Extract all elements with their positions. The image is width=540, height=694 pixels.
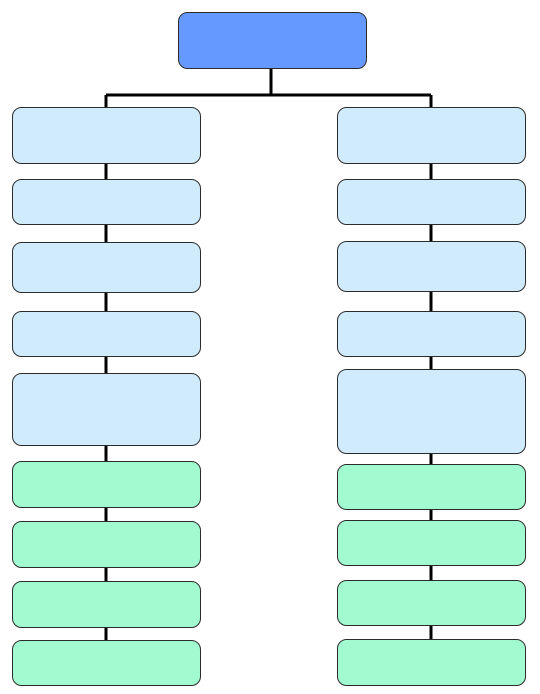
left-category-node-3 (12, 242, 201, 293)
right-category-node-1-shape (337, 107, 526, 164)
right-item-node-6-shape (337, 464, 526, 510)
right-category-node-4-shape (337, 311, 526, 357)
root-node (178, 12, 367, 69)
right-category-node-3 (337, 241, 526, 292)
right-category-node-2 (337, 179, 526, 225)
diagram-nodes (12, 12, 526, 686)
left-item-node-7-shape (12, 521, 201, 568)
root-node-shape (178, 12, 367, 69)
left-item-node-9-shape (12, 640, 201, 686)
right-item-node-8-shape (337, 580, 526, 626)
left-category-node-2 (12, 179, 201, 225)
right-category-node-4 (337, 311, 526, 357)
right-item-node-9-shape (337, 639, 526, 686)
right-item-node-9 (337, 639, 526, 686)
right-item-node-8 (337, 580, 526, 626)
left-category-node-3-shape (12, 242, 201, 293)
right-category-node-5-shape (337, 369, 526, 454)
left-item-node-7 (12, 521, 201, 568)
left-category-node-4-shape (12, 311, 201, 357)
left-category-node-5 (12, 373, 201, 446)
left-item-node-8 (12, 581, 201, 628)
left-item-node-9 (12, 640, 201, 686)
left-category-node-2-shape (12, 179, 201, 225)
right-item-node-6 (337, 464, 526, 510)
left-item-node-6-shape (12, 461, 201, 508)
left-category-node-5-shape (12, 373, 201, 446)
right-item-node-7 (337, 520, 526, 566)
left-category-node-1 (12, 107, 201, 164)
left-category-node-1-shape (12, 107, 201, 164)
left-item-node-6 (12, 461, 201, 508)
right-category-node-2-shape (337, 179, 526, 225)
right-category-node-1 (337, 107, 526, 164)
right-item-node-7-shape (337, 520, 526, 566)
left-category-node-4 (12, 311, 201, 357)
right-category-node-5 (337, 369, 526, 454)
left-item-node-8-shape (12, 581, 201, 628)
right-category-node-3-shape (337, 241, 526, 292)
